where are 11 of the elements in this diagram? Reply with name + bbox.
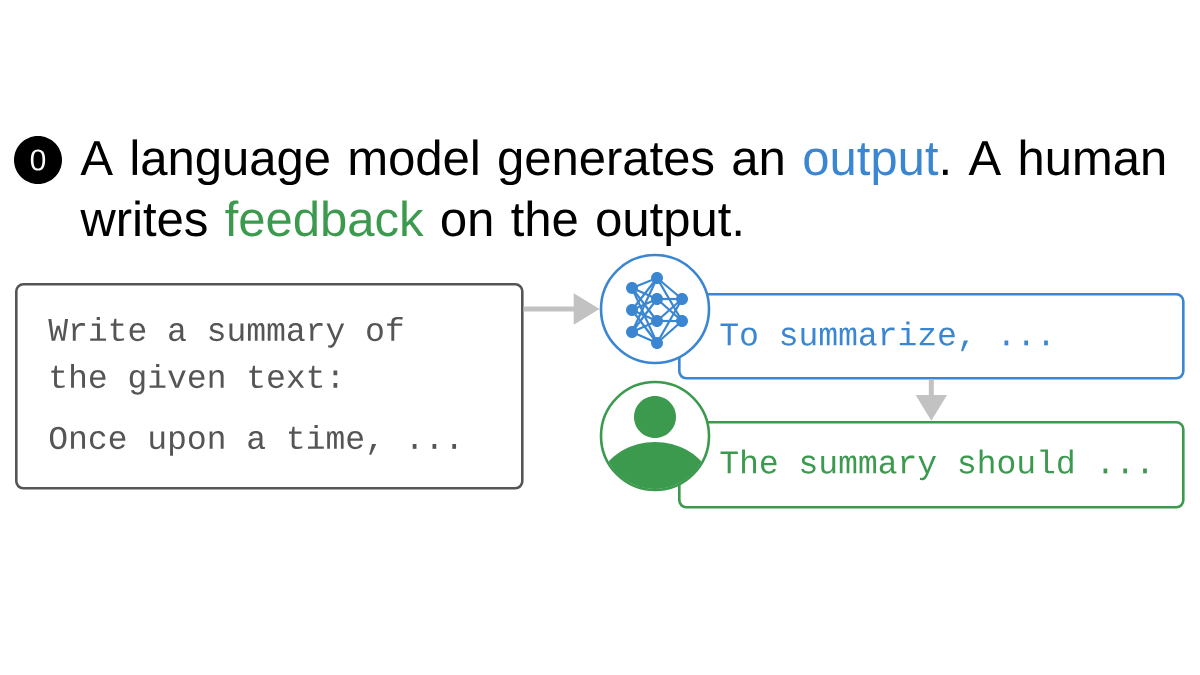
person-icon	[599, 380, 711, 492]
instruction-text: Write a summary of the given text:	[48, 316, 403, 395]
feedback-text: The summary should ...	[720, 449, 1147, 481]
neural-network-icon	[599, 253, 711, 365]
title: A language model generates an output. A human writes feedback on the output.	[80, 139, 1165, 247]
step-number-badge: 0	[14, 136, 62, 184]
output-text: To summarize, ...	[720, 321, 1048, 352]
feedback-box	[678, 421, 1185, 509]
prompt-box	[15, 283, 524, 490]
story-text: Once upon a time, ...	[49, 424, 457, 456]
output-box	[678, 293, 1185, 380]
